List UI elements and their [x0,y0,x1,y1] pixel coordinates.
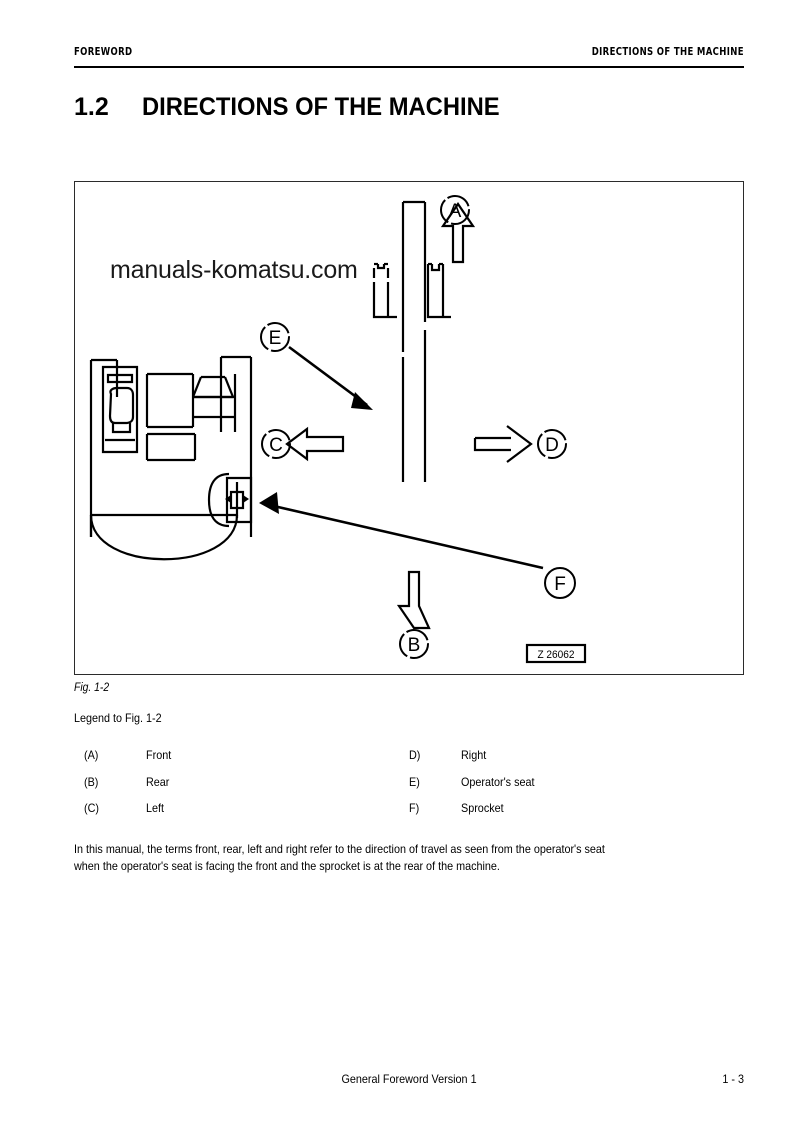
legend-value: Operator's seat [461,774,535,789]
legend-key: (A) [84,748,99,762]
legend-value: Rear [146,774,170,789]
legend-entry-e: E) Operator's seat [409,775,744,789]
svg-text:D: D [545,435,559,456]
legend-entry-d: D) Right [409,748,744,762]
svg-text:A: A [449,201,462,222]
header-left-label: FOREWORD [74,45,133,58]
operator-seat [101,365,139,454]
page-footer: General Foreword Version 1 1 - 3 [74,1072,744,1088]
callout-f: F [544,567,576,599]
arrow-right [473,425,533,463]
svg-text:F: F [554,574,566,595]
bucket-fork-right [426,262,451,319]
svg-text:B: B [408,635,421,656]
figure-caption: Fig. 1-2 [74,682,110,694]
callout-circles: A B C D E F [260,195,576,659]
watermark-text: manuals-komatsu.com [110,256,358,284]
callout-c: C [261,429,291,459]
machine-direction-diagram: A B C D E F [89,195,587,664]
legend-row: (B) Rear E) Operator's seat [74,775,744,802]
legend-key: F) [409,801,420,815]
legend-row: (A) Front D) Right [74,748,744,775]
legend-entry-f: F) Sprocket [409,801,744,815]
body-line-1: In this manual, the terms front, rear, l… [74,842,605,856]
arrow-down-rear [396,570,431,630]
running-header: FOREWORD DIRECTIONS OF THE MACHINE [74,45,744,58]
legend-key: (B) [84,774,99,789]
footer-document-title: General Foreword Version 1 [74,1072,744,1086]
legend-row: (C) Left F) Sprocket [74,801,744,828]
legend-heading: Legend to Fig. 1-2 [74,711,162,725]
leader-line-e [288,345,373,410]
legend-value: Sprocket [461,801,504,815]
legend-value: Front [146,748,172,762]
legend-key: D) [409,748,421,762]
arrow-left [285,426,345,462]
figure-frame: A B C D E F [74,181,744,675]
footer-document-title-text: General Foreword Version 1 [341,1072,477,1086]
callout-a: A [440,195,470,225]
page-title: 1.2 DIRECTIONS OF THE MACHINE [74,93,744,122]
arrow-up-front [440,202,476,264]
machine-body [89,355,253,561]
legend-key: E) [409,774,420,789]
svg-text:C: C [269,435,283,456]
sprocket [207,472,253,528]
drawing-id-box: Z 26062 [525,643,587,664]
leader-line-f [259,492,544,570]
bucket-fork-left [372,262,397,319]
header-right-label: DIRECTIONS OF THE MACHINE [591,45,744,58]
section-number: 1.2 [74,93,109,121]
boom-arm [401,200,427,482]
legend-entry-a: (A) Front [74,748,409,762]
body-line-2: when the operator's seat is facing the f… [74,858,500,873]
body-paragraph: In this manual, the terms front, rear, l… [74,841,750,874]
legend-value: Right [461,748,487,762]
svg-text:E: E [269,328,282,349]
legend-value: Left [146,801,165,815]
legend-table: (A) Front D) Right (B) Rear E) Operator'… [74,748,744,828]
boom-foot [191,375,235,399]
legend-entry-b: (B) Rear [74,775,409,789]
drawing-id-label: Z 26062 [537,649,574,661]
callout-e: E [260,322,290,352]
section-title-text: DIRECTIONS OF THE MACHINE [142,93,500,121]
legend-entry-c: (C) Left [74,801,409,815]
header-rule [74,66,744,68]
legend-key: (C) [84,801,100,815]
callout-d: D [537,429,567,459]
page-number: 1 - 3 [722,1072,744,1086]
callout-b: B [399,629,429,659]
